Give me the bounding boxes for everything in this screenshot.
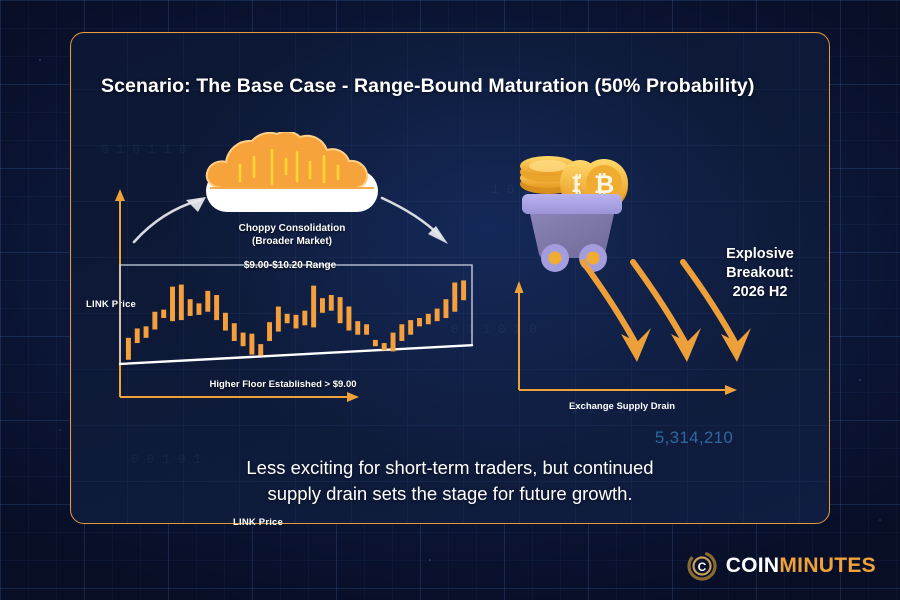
candlestick-bar: [452, 282, 458, 312]
chart-range-box: [119, 264, 473, 364]
explosive-breakout-text: Explosive Breakout: 2026 H2: [726, 245, 794, 302]
candlestick-bar: [443, 299, 449, 318]
higher-floor-trendline: [118, 343, 474, 366]
supply-drain-axis-label: Exchange Supply Drain: [568, 401, 676, 412]
breakout-line2: Breakout:: [726, 265, 794, 281]
link-price-chart: LINK Price LINK Price: [0, 115, 474, 528]
panel-glow: [71, 33, 829, 523]
coinminutes-logo-mark-icon: C: [687, 551, 717, 581]
candlestick-bar: [328, 295, 334, 311]
candlestick-bar: [461, 280, 467, 301]
breakout-line3: 2026 H2: [732, 284, 788, 300]
candlestick-bar: [284, 313, 290, 324]
candlestick-bar: [355, 321, 361, 335]
panel-title: Scenario: The Base Case - Range-Bound Ma…: [101, 75, 755, 97]
candlestick-bar: [214, 295, 220, 321]
candlestick-bar: [399, 324, 405, 341]
svg-text:1 1 0 1 0: 1 1 0 1 0: [571, 402, 641, 417]
candlestick-bar: [311, 285, 317, 328]
candlestick-bar: [125, 337, 131, 360]
logo-word-coin: COIN: [725, 554, 780, 577]
candlestick-bar: [417, 318, 422, 327]
candlestick-bar: [134, 328, 140, 344]
cloud-caption-line1: Choppy Consolidation: [238, 223, 346, 234]
caption-line2: supply drain sets the stage for future g…: [267, 483, 633, 504]
x-axis-label: LINK Price: [232, 517, 284, 528]
candlestick-bar: [178, 284, 184, 321]
candlestick-bar: [346, 306, 352, 331]
candlestick-bar: [364, 324, 370, 335]
candlestick-bar: [196, 303, 202, 315]
y-axis-label: LINK Price: [86, 299, 137, 310]
candlestick-bar: [293, 314, 299, 329]
cloud-caption: Choppy Consolidation (Broader Market): [239, 222, 346, 248]
candlestick-bar: [170, 286, 175, 322]
supply-drain-number: 5,314,210: [654, 428, 734, 447]
panel-grid: [71, 33, 829, 523]
range-label: $9.00-$10.20 Range: [243, 260, 337, 271]
candlestick-bar: [267, 322, 273, 341]
candlestick-bar: [302, 310, 308, 326]
candlestick-bar: [222, 312, 228, 331]
candlestick-bar: [249, 333, 255, 355]
floor-label: Higher Floor Established > $9.00: [209, 379, 357, 390]
candlestick-bar: [240, 332, 246, 347]
curved-arrow-down-right-icon: [380, 196, 448, 244]
candlestick-bar: [372, 339, 378, 347]
candlestick-bar: [231, 323, 237, 341]
breakout-line1: Explosive: [726, 246, 794, 262]
svg-text:₿: ₿: [594, 171, 614, 199]
candlestick-bar: [161, 309, 167, 318]
svg-text:0 1 0 1 1 0: 0 1 0 1 1 0: [101, 142, 187, 157]
curved-arrow-up-right-icon: [132, 197, 206, 244]
candlestick-bar: [434, 308, 440, 322]
cart-with-coins-icon: ₿ ₿: [500, 136, 640, 272]
coinminutes-logo[interactable]: C COINMINUTES: [687, 551, 876, 581]
candlestick-plot: [118, 264, 474, 366]
scenario-panel: 0 1 0 1 1 0 1 0 1 0 0 1 1 0 1 1 0 1 0 1 …: [70, 32, 830, 524]
candlestick-bar: [408, 320, 414, 335]
logo-mark-letter: C: [697, 560, 706, 574]
candlestick-bar: [258, 344, 264, 356]
logo-wordmark: COINMINUTES: [726, 554, 876, 578]
summary-caption: Less exciting for short-term traders, bu…: [246, 455, 653, 507]
logo-word-minutes: MINUTES: [779, 554, 876, 577]
candlestick-bar: [381, 343, 387, 351]
candlestick-bar: [143, 326, 149, 338]
candlestick-bar: [205, 290, 211, 312]
candlestick-bar: [319, 298, 325, 313]
supply-drain-axes: [514, 281, 737, 395]
svg-text:0 0 1 0 1: 0 0 1 0 1: [131, 452, 201, 467]
cloud-caption-line2: (Broader Market): [251, 236, 333, 247]
supply-drain-arrows: [580, 259, 751, 362]
candlestick-bar: [337, 297, 343, 324]
candlestick-bar: [275, 306, 281, 332]
candlestick-bar: [425, 313, 431, 325]
caption-line1: Less exciting for short-term traders, bu…: [246, 457, 654, 478]
candlestick-bar: [390, 332, 396, 352]
candlestick-bar: [152, 311, 158, 330]
storm-cloud-icon: [198, 130, 386, 217]
candlestick-bar: [187, 299, 193, 316]
